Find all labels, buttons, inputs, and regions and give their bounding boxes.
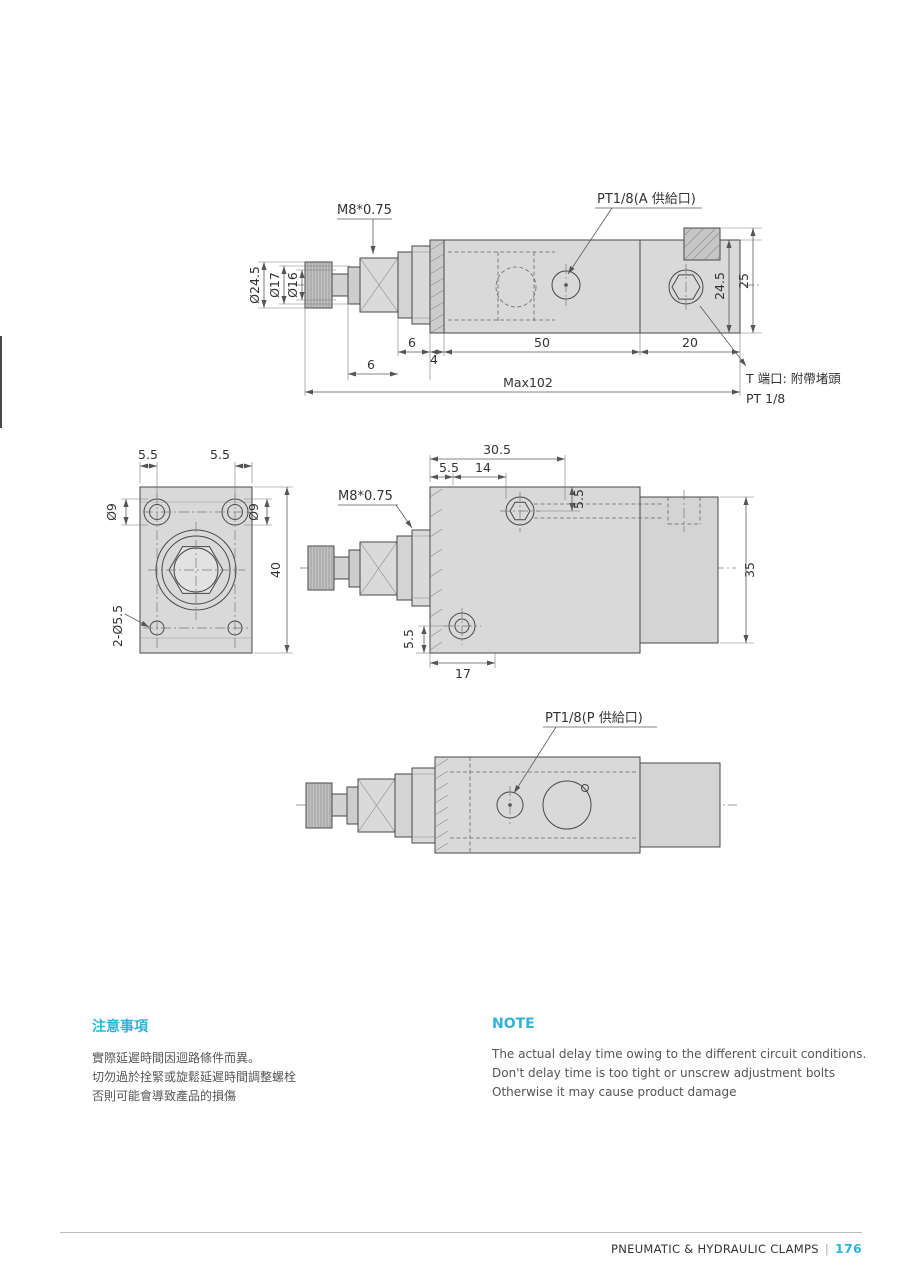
dim-max102: Max102 xyxy=(503,375,553,390)
dim-6-upper: 6 xyxy=(408,335,416,350)
t-port-note-line1: T 端口: 附帶堵頭 xyxy=(745,371,841,386)
dim-25: 25 xyxy=(736,273,751,289)
notes-zh-title: 注意事項 xyxy=(92,1019,148,1035)
port-p-label: PT1/8(P 供給口) xyxy=(545,711,643,726)
notes-zh-line: 否則可能會導致產品的損傷 xyxy=(92,1089,237,1103)
dim-20: 20 xyxy=(682,335,698,350)
technical-drawings: M8*0.75 PT1/8(A 供給口) T 端口: 附帶堵頭 PT 1/8 Ø… xyxy=(104,192,841,854)
thread-label-top: M8*0.75 xyxy=(337,203,392,218)
dim-4: 4 xyxy=(430,352,438,367)
notes-zh: 注意事項 實際延遲時間因迴路條件而異。 切勿過於拴緊或旋鬆延遲時間調整螺栓 否則… xyxy=(92,1016,296,1106)
port-a-label: PT1/8(A 供給口) xyxy=(597,192,696,207)
page-edge-mark xyxy=(0,336,2,428)
dim-24-5: 24.5 xyxy=(712,272,727,300)
dim-14: 14 xyxy=(475,460,491,475)
dim-30-5: 30.5 xyxy=(483,442,511,457)
top-view-drawing: M8*0.75 PT1/8(A 供給口) T 端口: 附帶堵頭 PT 1/8 Ø… xyxy=(247,192,841,406)
dim-5-5-left: 5.5 xyxy=(138,447,158,462)
dim-5-5-top: 5.5 xyxy=(571,489,586,509)
dim-5-5-right: 5.5 xyxy=(210,447,230,462)
notes-en-line: Don't delay time is too tight or unscrew… xyxy=(492,1066,836,1080)
side-view-drawing: M8*0.75 30.5 5.5 14 5.5 35 xyxy=(300,442,757,681)
footer-divider xyxy=(60,1232,862,1233)
page-number: 176 xyxy=(835,1241,862,1256)
dim-dia-16: Ø16 xyxy=(285,272,300,298)
footer-separator: | xyxy=(824,1242,829,1256)
dim-dia9-left: Ø9 xyxy=(104,503,119,521)
thread-label-side: M8*0.75 xyxy=(338,489,393,504)
notes-en-line: The actual delay time owing to the diffe… xyxy=(492,1047,867,1061)
notes-zh-line: 實際延遲時間因迴路條件而異。 xyxy=(92,1051,261,1065)
dim-dia-24-5: Ø24.5 xyxy=(247,266,262,304)
notes-en-line: Otherwise it may cause product damage xyxy=(492,1085,737,1099)
footer-title: PNEUMATIC & HYDRAULIC CLAMPS xyxy=(611,1242,819,1256)
dim-dia9-right: Ø9 xyxy=(246,503,261,521)
dim-5-5-bottom: 5.5 xyxy=(401,629,416,649)
notes-en-title: NOTE xyxy=(492,1016,535,1032)
t-port-note-line2: PT 1/8 xyxy=(746,391,785,406)
footer: PNEUMATIC & HYDRAULIC CLAMPS | 176 xyxy=(611,1241,862,1256)
bottom-view-drawing: PT1/8(P 供給口) xyxy=(296,711,737,854)
notes-zh-line: 切勿過於拴緊或旋鬆延遲時間調整螺栓 xyxy=(92,1070,297,1084)
dim-17: 17 xyxy=(455,666,471,681)
dim-2-dia5-5: 2-Ø5.5 xyxy=(110,605,125,647)
front-view-drawing: 5.5 5.5 Ø9 Ø9 40 2-Ø5.5 xyxy=(104,447,293,654)
dim-35: 35 xyxy=(742,562,757,578)
dim-5-5-edge: 5.5 xyxy=(439,460,459,475)
dim-50: 50 xyxy=(534,335,550,350)
notes-en: NOTE The actual delay time owing to the … xyxy=(492,1016,866,1102)
dim-dia-17: Ø17 xyxy=(267,272,282,298)
dim-40: 40 xyxy=(268,562,283,578)
dim-6-lower: 6 xyxy=(367,357,375,372)
